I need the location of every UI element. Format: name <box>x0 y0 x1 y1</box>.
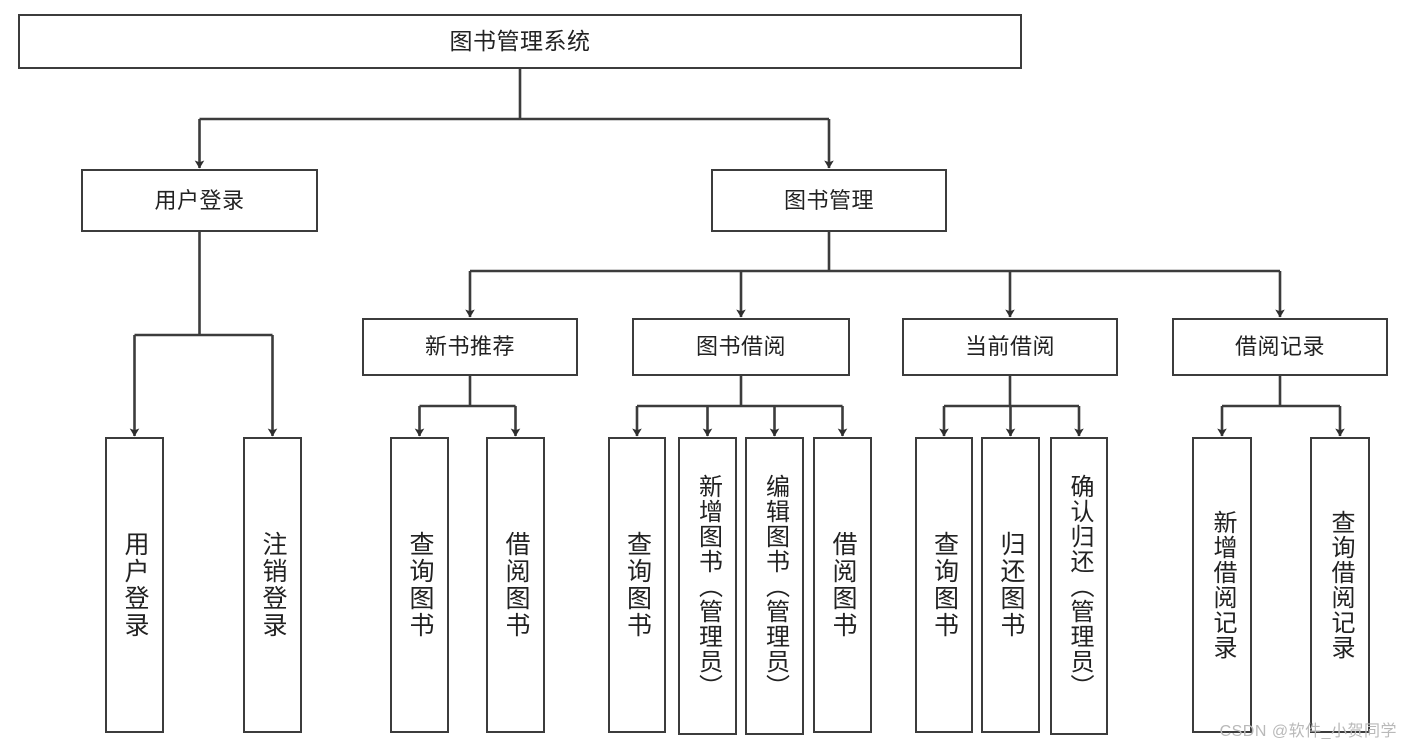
node-label: 查询图书 <box>930 531 959 639</box>
node-leaf-add-borrow-record[interactable]: 新增借阅记录 <box>1192 437 1252 733</box>
node-label: 图书管理 <box>783 187 874 213</box>
node-book-manage[interactable]: 图书管理 <box>711 169 947 232</box>
node-leaf-borrow-book-bor[interactable]: 借阅图书 <box>813 437 872 733</box>
node-label: 当前借阅 <box>964 334 1055 360</box>
node-current-borrow[interactable]: 当前借阅 <box>902 318 1118 376</box>
node-label: 确认归还（管理员） <box>1066 473 1093 699</box>
node-leaf-query-book-rec[interactable]: 查询图书 <box>390 437 449 733</box>
csdn-watermark: CSDN @软件_小贺同学 <box>1219 723 1397 740</box>
node-label: 注销登录 <box>259 531 287 639</box>
node-label: 用户登录 <box>154 187 245 213</box>
node-leaf-edit-book-admin[interactable]: 编辑图书（管理员） <box>745 437 804 735</box>
node-leaf-query-book-cur[interactable]: 查询图书 <box>915 437 973 733</box>
node-user-login[interactable]: 用户登录 <box>81 169 318 232</box>
node-label: 编辑图书（管理员） <box>761 473 789 699</box>
node-label: 新增图书（管理员） <box>694 473 722 699</box>
node-book-borrow[interactable]: 图书借阅 <box>632 318 850 376</box>
node-label: 新书推荐 <box>424 334 515 360</box>
node-label: 用户登录 <box>121 531 149 639</box>
node-label: 借阅图书 <box>502 531 530 639</box>
node-label: 查询图书 <box>623 531 652 639</box>
node-label: 新增借阅记录 <box>1209 510 1236 660</box>
node-new-book-recommend[interactable]: 新书推荐 <box>362 318 578 376</box>
node-leaf-return-book[interactable]: 归还图书 <box>981 437 1040 733</box>
node-label: 借阅图书 <box>829 531 857 639</box>
node-borrow-record[interactable]: 借阅记录 <box>1172 318 1388 376</box>
node-leaf-query-book-bor[interactable]: 查询图书 <box>608 437 666 733</box>
node-leaf-confirm-return-admin[interactable]: 确认归还（管理员） <box>1050 437 1108 735</box>
node-label: 归还图书 <box>997 531 1025 639</box>
node-label: 借阅记录 <box>1234 334 1325 360</box>
node-label: 图书管理系统 <box>449 27 591 54</box>
node-leaf-add-book-admin[interactable]: 新增图书（管理员） <box>678 437 737 735</box>
node-label: 查询图书 <box>406 531 434 639</box>
node-label: 图书借阅 <box>695 334 786 360</box>
node-root[interactable]: 图书管理系统 <box>18 14 1022 69</box>
node-label: 查询借阅记录 <box>1327 510 1354 660</box>
node-leaf-borrow-book-rec[interactable]: 借阅图书 <box>486 437 545 733</box>
node-leaf-user-logout[interactable]: 注销登录 <box>243 437 302 733</box>
node-leaf-query-borrow-record[interactable]: 查询借阅记录 <box>1310 437 1370 733</box>
node-leaf-user-login[interactable]: 用户登录 <box>105 437 164 733</box>
